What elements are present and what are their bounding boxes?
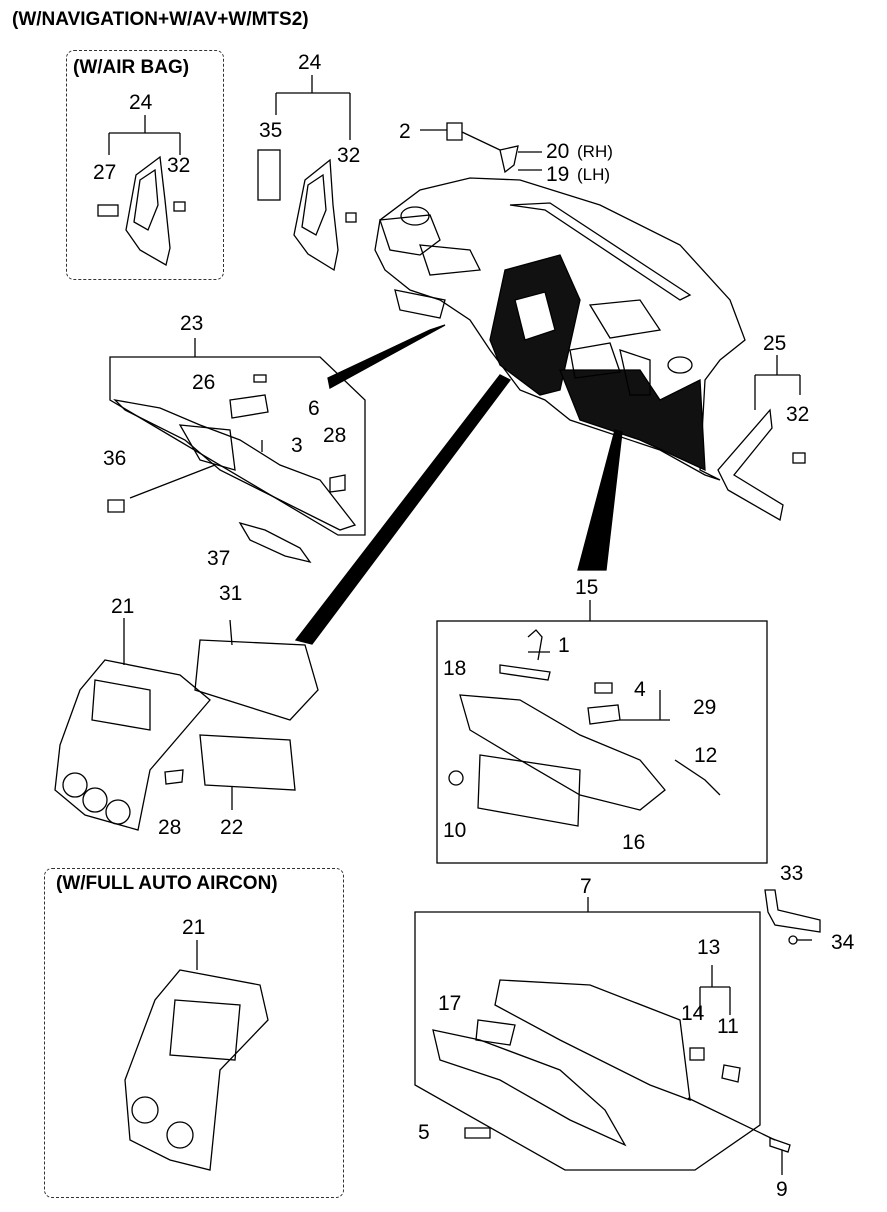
callout-26: 26: [192, 371, 216, 394]
callout-28: 28: [323, 424, 347, 447]
glove-lower-part: [448, 600, 721, 827]
callout-2: 2: [399, 120, 411, 143]
callout-15: 15: [575, 576, 599, 599]
callout-31: 31: [219, 582, 243, 605]
instrument-panel-body: [374, 177, 746, 481]
callout-16: 16: [622, 831, 646, 854]
cluster-fascia-part: [107, 338, 357, 531]
callout-28: 28: [158, 816, 182, 839]
leader-wedge-audio: [294, 374, 511, 645]
callout-14: 14: [681, 1002, 705, 1025]
trim-strip-part: [238, 521, 312, 564]
side-trim-part: [717, 355, 806, 522]
callout-32: 32: [337, 144, 361, 167]
callout-23: 23: [180, 312, 204, 335]
callout-9: 9: [776, 1178, 788, 1201]
callout-3: 3: [291, 434, 303, 457]
callout-29: 29: [693, 696, 717, 719]
callout-24: 24: [129, 91, 153, 114]
callout-20: 20: [546, 140, 570, 163]
center-fascia-airbag-part: [97, 115, 186, 266]
cluster-fascia-box: [109, 356, 366, 536]
full-auto-aircon-group-box: [44, 868, 344, 1198]
center-fascia-audio-part: [54, 618, 319, 831]
callout-34: 34: [831, 931, 855, 954]
callout-17: 17: [438, 992, 462, 1015]
glove-lower-box: [436, 620, 768, 864]
callout-27: 27: [93, 161, 117, 184]
callout-21: 21: [111, 595, 135, 618]
callout-10: 10: [443, 819, 467, 842]
leader-wedge-cluster: [327, 324, 446, 389]
airbag-group-label: (W/AIR BAG): [73, 57, 190, 78]
callout-7: 7: [580, 875, 592, 898]
leader-wedge-glove: [577, 429, 623, 571]
center-fascia-aircon-part: [124, 940, 269, 1171]
callout-36: 36: [103, 447, 127, 470]
callout-5: 5: [418, 1121, 430, 1144]
callout-35: 35: [259, 119, 283, 142]
callout-19-side: (LH): [577, 165, 611, 184]
callout-24: 24: [298, 51, 322, 74]
callout-32: 32: [786, 403, 810, 426]
callout-13: 13: [697, 936, 721, 959]
callout-4: 4: [634, 678, 646, 701]
callout-33: 33: [780, 862, 804, 885]
center-fascia-part: [257, 75, 357, 272]
callout-37: 37: [207, 547, 231, 570]
airbag-group-box: [66, 50, 224, 280]
glovebox-part: [432, 897, 791, 1175]
callout-11: 11: [717, 1015, 739, 1038]
bracket-part: [764, 889, 821, 945]
callout-12: 12: [694, 744, 718, 767]
bolt-bracket-part: [420, 122, 542, 174]
callout-18: 18: [443, 657, 467, 680]
full-auto-aircon-group-label: (W/FULL AUTO AIRCON): [56, 873, 278, 894]
callout-32: 32: [167, 154, 191, 177]
diagram-title: (W/NAVIGATION+W/AV+W/MTS2): [12, 9, 309, 30]
callout-19: 19: [546, 163, 570, 186]
callout-1: 1: [558, 634, 570, 657]
callout-20-side: (RH): [577, 142, 613, 161]
callout-22: 22: [220, 816, 244, 839]
callout-21: 21: [182, 916, 206, 939]
callout-6: 6: [308, 397, 320, 420]
callout-25: 25: [763, 332, 787, 355]
glovebox-group-box: [414, 911, 761, 1171]
